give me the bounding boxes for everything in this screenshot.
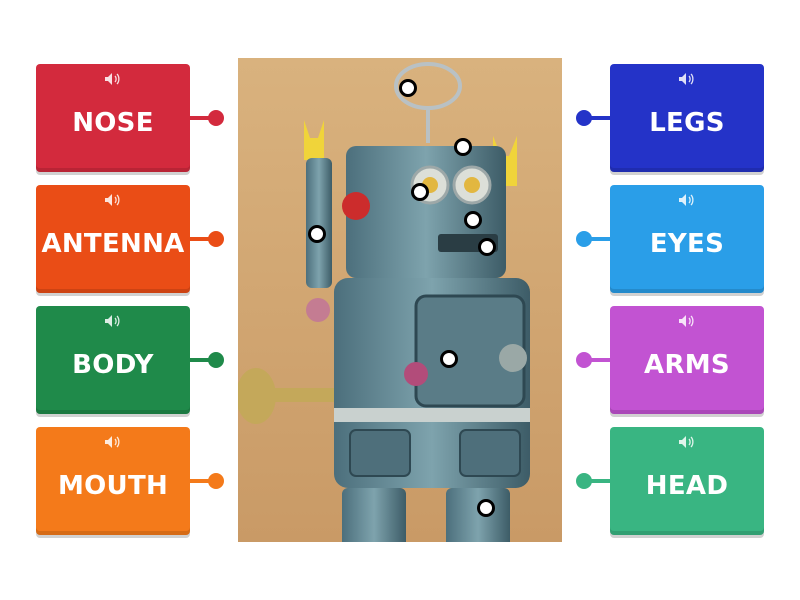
label-card-head[interactable]: HEAD <box>610 427 764 535</box>
connector-dot[interactable] <box>576 231 592 247</box>
drop-target-head[interactable] <box>454 138 472 156</box>
speaker-icon[interactable] <box>104 435 122 449</box>
label-text: NOSE <box>72 108 154 138</box>
connector-line <box>584 479 610 483</box>
connector-line <box>584 237 610 241</box>
connector-dot[interactable] <box>576 352 592 368</box>
label-card-eyes[interactable]: EYES <box>610 185 764 293</box>
connector-line <box>190 358 216 362</box>
speaker-icon[interactable] <box>104 72 122 86</box>
label-card-antenna[interactable]: ANTENNA <box>36 185 190 293</box>
connector-dot[interactable] <box>208 110 224 126</box>
connector-dot[interactable] <box>576 473 592 489</box>
speaker-icon[interactable] <box>678 435 696 449</box>
label-card-arms[interactable]: ARMS <box>610 306 764 414</box>
connector-line <box>584 358 610 362</box>
label-text: BODY <box>72 350 154 380</box>
label-text: ANTENNA <box>41 229 185 259</box>
drop-target-body[interactable] <box>440 350 458 368</box>
label-card-legs[interactable]: LEGS <box>610 64 764 172</box>
label-card-body[interactable]: BODY <box>36 306 190 414</box>
drop-target-antenna[interactable] <box>399 79 417 97</box>
connector-line <box>190 237 216 241</box>
speaker-icon[interactable] <box>104 193 122 207</box>
speaker-icon[interactable] <box>678 72 696 86</box>
speaker-icon[interactable] <box>678 193 696 207</box>
speaker-icon[interactable] <box>678 314 696 328</box>
connector-line <box>190 116 216 120</box>
label-text: EYES <box>649 229 725 259</box>
label-text: HEAD <box>645 471 729 501</box>
robot-illustration <box>238 58 562 542</box>
label-text: LEGS <box>649 108 725 138</box>
robot-photo <box>238 58 562 542</box>
drop-target-legs[interactable] <box>477 499 495 517</box>
connector-dot[interactable] <box>208 473 224 489</box>
label-card-mouth[interactable]: MOUTH <box>36 427 190 535</box>
drop-target-nose[interactable] <box>464 211 482 229</box>
label-card-nose[interactable]: NOSE <box>36 64 190 172</box>
drop-target-mouth[interactable] <box>478 238 496 256</box>
connector-dot[interactable] <box>208 352 224 368</box>
speaker-icon[interactable] <box>104 314 122 328</box>
label-text: ARMS <box>644 350 730 380</box>
connector-line <box>584 116 610 120</box>
label-text: MOUTH <box>57 471 169 501</box>
connector-dot[interactable] <box>576 110 592 126</box>
connector-dot[interactable] <box>208 231 224 247</box>
drop-target-eyes[interactable] <box>411 183 429 201</box>
connector-line <box>190 479 216 483</box>
drop-target-arms[interactable] <box>308 225 326 243</box>
